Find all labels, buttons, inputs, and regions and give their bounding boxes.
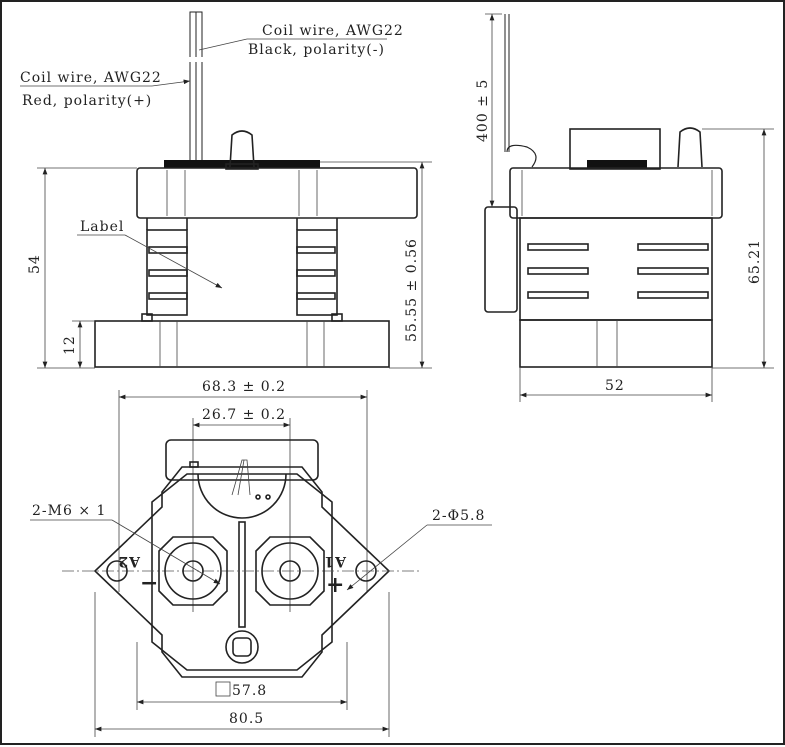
side-housing	[509, 167, 723, 219]
dim-width-52: 52	[605, 378, 625, 394]
terminal-a2-label: A2	[117, 553, 141, 569]
plus-sign: +	[326, 572, 345, 598]
bottom-view: 68.3 ± 0.2 26.7 ± 0.2 A2 A1 − + 2-M6 × 1…	[30, 379, 492, 737]
dim-overall-width: 80.5	[229, 711, 264, 727]
mounting-flange	[93, 466, 391, 678]
red-wire-label-1: Coil wire, AWG22	[20, 70, 162, 86]
wire-bracket	[484, 206, 518, 313]
dim-height-65-21: 65.21	[747, 239, 763, 284]
body-outline	[151, 473, 333, 671]
dim-base-12: 12	[62, 335, 78, 355]
black-wire-label-1: Coil wire, AWG22	[262, 23, 404, 39]
top-housing	[136, 167, 418, 219]
hole-callout: 2-Φ5.8	[432, 508, 485, 524]
dim-body-square: 57.8	[232, 683, 267, 699]
knob	[677, 127, 703, 168]
terminal-a2	[158, 536, 228, 606]
minus-sign: −	[140, 570, 159, 596]
coil-wires	[187, 11, 205, 163]
dim-hole-spacing: 68.3 ± 0.2	[202, 379, 286, 395]
mounting-hole-right	[355, 560, 377, 582]
front-view: Coil wire, AWG22 Black, polarity(-) Coil…	[20, 11, 432, 369]
left-coil	[146, 229, 188, 316]
dim-terminal-spacing: 26.7 ± 0.2	[202, 407, 286, 423]
terminal-a1-label: A1	[323, 553, 347, 569]
connector-box	[569, 128, 661, 170]
side-base	[519, 319, 713, 368]
coil-port	[197, 473, 287, 519]
thread-callout: 2-M6 × 1	[32, 503, 106, 519]
knob	[229, 130, 255, 168]
side-view: 400 ± 5 65.21 52	[475, 13, 774, 402]
dim-wire-length: 400 ± 5	[475, 79, 491, 142]
label-callout: Label	[80, 219, 124, 235]
center-rib	[238, 521, 246, 628]
terminal-a1	[255, 536, 325, 606]
vent-plug	[225, 630, 259, 664]
base	[94, 320, 390, 368]
coil-slots	[527, 243, 709, 299]
black-wire-label-2: Black, polarity(-)	[248, 42, 385, 58]
coil-area	[519, 217, 713, 321]
red-wire-label-2: Red, polarity(+)	[22, 93, 152, 109]
mounting-hole-left	[106, 560, 128, 582]
connector-tab	[165, 439, 319, 481]
square-symbol	[215, 681, 231, 697]
right-coil	[296, 229, 338, 316]
dim-height-54: 54	[27, 254, 43, 274]
dim-height-55-55: 55.55 ± 0.56	[404, 238, 420, 342]
